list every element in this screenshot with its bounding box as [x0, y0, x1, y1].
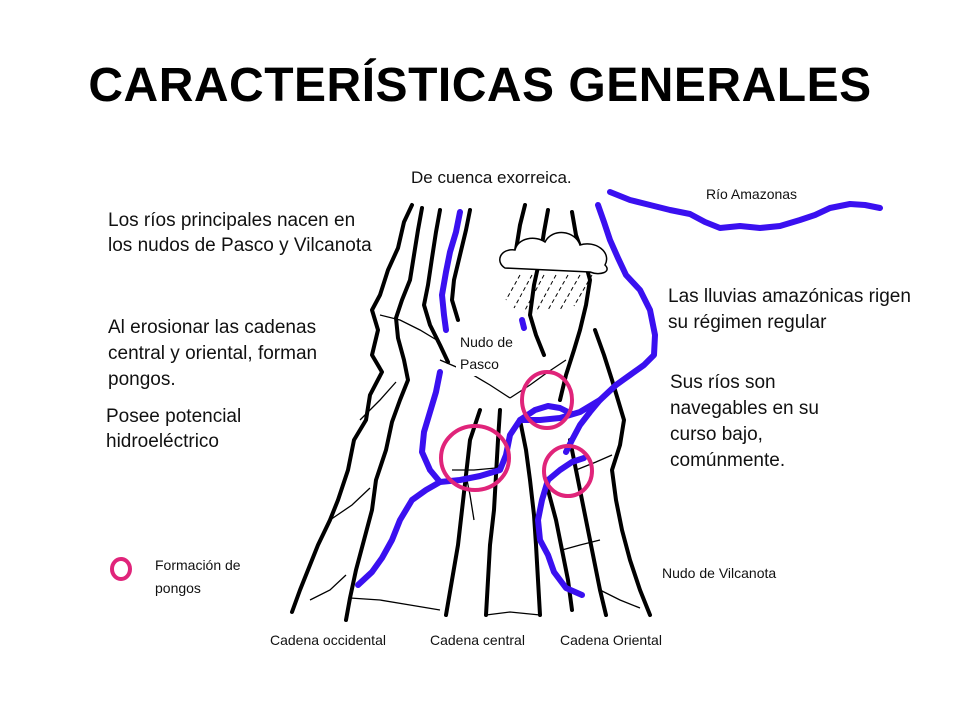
label-cadena-occidental: Cadena occidental [270, 632, 386, 648]
rain-cloud [499, 231, 608, 313]
text-erosion-line1: Al erosionar las cadenas [108, 317, 317, 338]
river-center-link [437, 403, 575, 485]
text-potencial-line1: Posee potencial [106, 406, 242, 427]
legend-label-line1: Formación de [155, 557, 241, 573]
rain-drops [505, 274, 593, 313]
label-nudo-pasco-line1: Nudo de [460, 334, 513, 350]
text-erosion-line2: central y oriental, forman [108, 343, 318, 364]
ridge-right-5 [568, 438, 608, 617]
label-nudo-vilcanota: Nudo de Vilcanota [662, 565, 777, 581]
mountain-ridges [290, 203, 652, 622]
river-amazonas [607, 189, 883, 231]
label-rio-amazonas: Río Amazonas [706, 186, 798, 202]
ridge-right-4 [593, 328, 652, 617]
text-lluvias-line1: Las lluvias amazónicas rigen [668, 286, 911, 307]
cloud-icon [499, 231, 608, 275]
rivers [355, 189, 883, 598]
minor-ridges [309, 314, 641, 616]
river-center-east [517, 397, 603, 423]
label-nudo-pasco-line2: Pasco [460, 356, 499, 372]
text-nacen-line1: Los ríos principales nacen en [108, 210, 356, 231]
ridge-center [444, 408, 482, 617]
text-potencial-line2: hidroeléctrico [106, 431, 219, 452]
pongo-circle-2 [520, 370, 574, 430]
river-right-low [535, 477, 585, 598]
ridge-top-right-2 [528, 208, 550, 357]
label-cadena-central: Cadena central [430, 632, 525, 648]
pongo-circle-1 [439, 424, 511, 492]
ridge-center-3 [518, 418, 542, 617]
text-lluvias-line2: su régimen regular [668, 312, 827, 333]
legend-label-line2: pongos [155, 580, 201, 596]
text-navegables-line1: Sus ríos son [670, 372, 776, 393]
ridge-left-2 [344, 206, 424, 622]
page-title: CARACTERÍSTICAS GENERALES [88, 59, 872, 112]
river-right-link [545, 455, 587, 483]
label-cadena-oriental: Cadena Oriental [560, 632, 662, 648]
ridge-center-2 [484, 408, 502, 617]
ridge-top-right-1 [514, 203, 527, 252]
text-navegables-line3: curso bajo, [670, 424, 763, 445]
text-navegables-line2: navegables en su [670, 398, 819, 419]
text-nacen-line2: los nudos de Pasco y Vilcanota [108, 235, 372, 256]
label-exorreica: De cuenca exorreica. [411, 168, 572, 187]
river-east [563, 202, 658, 455]
river-north-1 [439, 209, 463, 333]
pongo-circle-3 [542, 444, 594, 498]
pongo-markers [110, 370, 594, 581]
river-left [355, 369, 443, 588]
text-navegables-line4: comúnmente. [670, 450, 786, 471]
ridge-outer-left [290, 203, 414, 614]
ridge-left-4 [450, 208, 472, 322]
river-north-2 [519, 317, 527, 331]
nudo-pasco-bg [456, 330, 522, 376]
text-erosion-line3: pongos. [108, 369, 176, 390]
legend-pongo-icon [110, 557, 132, 581]
